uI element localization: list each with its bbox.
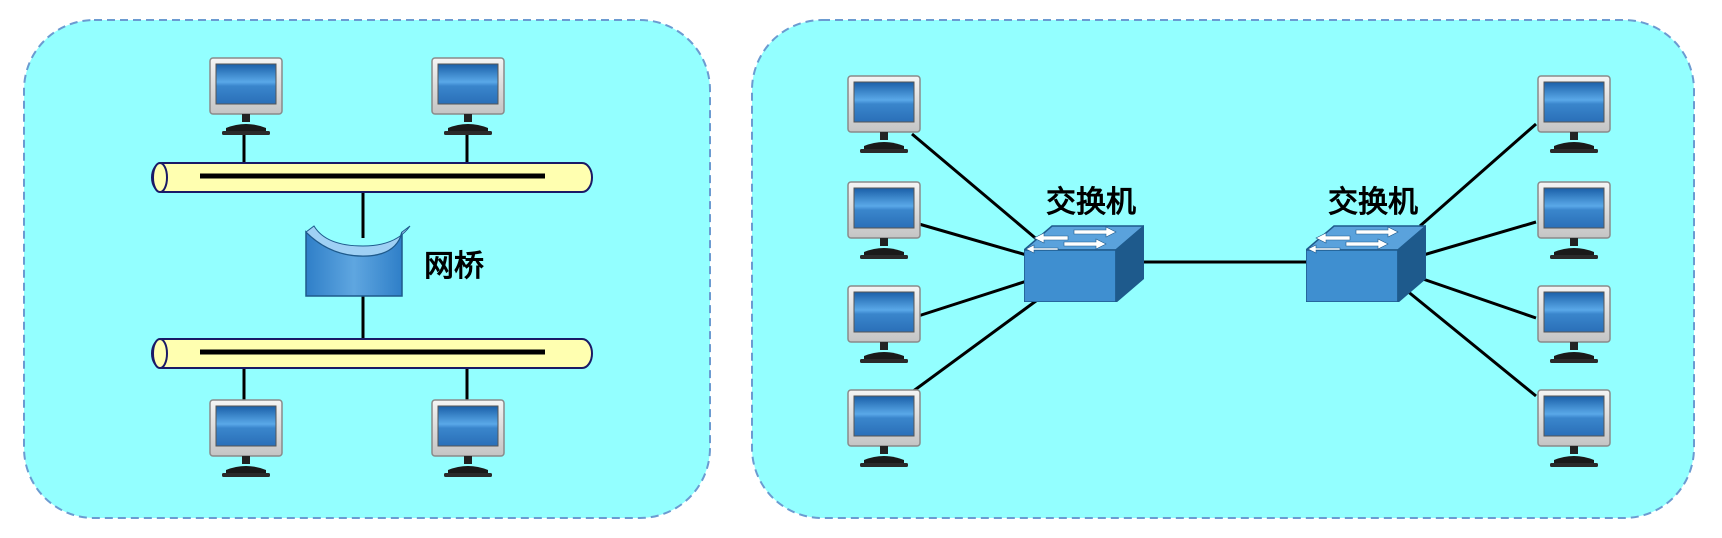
switch-icon xyxy=(1306,225,1426,302)
switch-links xyxy=(911,122,1537,398)
right-panel xyxy=(751,19,1695,519)
bus-cable-icon xyxy=(151,338,593,369)
bridge-icon xyxy=(305,225,411,297)
switch-label: 交换机 xyxy=(1328,185,1418,220)
bus-cable-icon xyxy=(151,162,593,193)
bridge-label: 网桥 xyxy=(424,249,484,284)
switch-icon xyxy=(1024,225,1144,302)
switch-label: 交换机 xyxy=(1046,185,1136,220)
